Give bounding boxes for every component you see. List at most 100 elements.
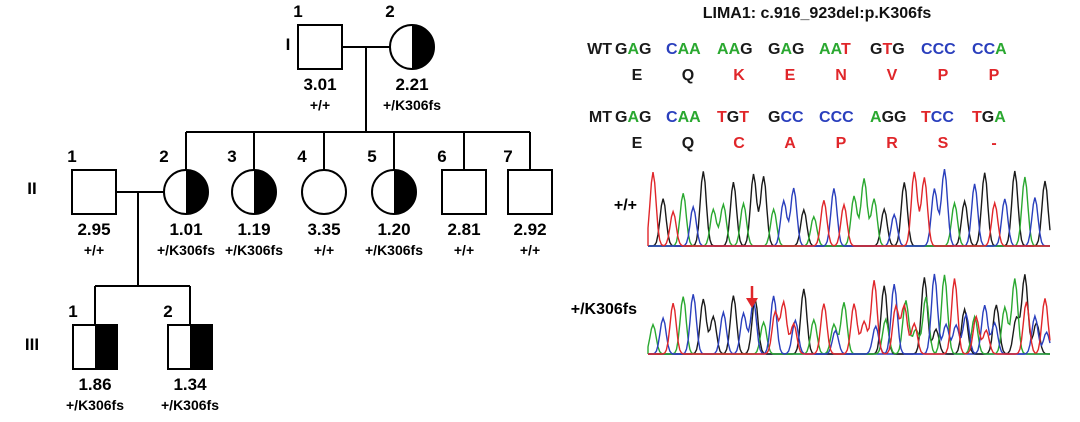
- individual: 21.34+/K306fs: [161, 302, 219, 413]
- measurement-value: 2.95: [77, 220, 110, 239]
- measurement-value: 1.86: [78, 375, 111, 394]
- amino-acid: A: [784, 135, 796, 152]
- codon: CAA: [666, 109, 701, 126]
- measurement-value: 3.35: [307, 220, 340, 239]
- amino-acid: V: [887, 67, 898, 84]
- codon: AAT: [819, 41, 851, 58]
- amino-acid: P: [836, 135, 847, 152]
- amino-acid: E: [632, 67, 643, 84]
- male-symbol: [71, 169, 117, 215]
- genotype-label: +/+: [454, 242, 474, 258]
- amino-acid: Q: [682, 135, 694, 152]
- female-symbol: [301, 169, 347, 215]
- male-symbol: [507, 169, 553, 215]
- genotype-label: +/K306fs: [157, 242, 215, 258]
- individual: 12.95+/+: [67, 147, 117, 258]
- individual: 6 2.81 +/+: [437, 147, 487, 258]
- amino-acid: Q: [682, 67, 694, 84]
- measurement-value: 1.19: [237, 220, 270, 239]
- affected-half-fill: [186, 170, 208, 214]
- trace-T: [647, 171, 1050, 247]
- amino-acid: S: [938, 135, 949, 152]
- individual: 5 1.20 +/K306fs: [365, 147, 423, 258]
- male-symbol: [297, 24, 343, 70]
- generation-label: I: [286, 35, 291, 54]
- trace-C: [648, 273, 1051, 355]
- individual: 22.21+/K306fs: [383, 2, 441, 113]
- affected-half-fill: [412, 25, 434, 69]
- codon: AGG: [870, 109, 906, 126]
- mt-row-label: MT: [589, 109, 612, 126]
- sequence-title: LIMA1: c.916_923del:p.K306fs: [703, 5, 932, 22]
- codon: CCC: [819, 109, 854, 126]
- genotype-label: +/K306fs: [365, 242, 423, 258]
- measurement-value: 3.01: [303, 75, 336, 94]
- codon: TCC: [921, 109, 954, 126]
- affected-half-fill: [190, 325, 212, 369]
- genotype-label: +/K306fs: [66, 397, 124, 413]
- measurement-value: 1.34: [173, 375, 207, 394]
- genotype-label: +/K306fs: [225, 242, 283, 258]
- individual-number: 4: [297, 147, 307, 166]
- affected-half-fill: [95, 325, 117, 369]
- chromatogram-panel: +/+ +/K306fs: [571, 168, 1051, 355]
- genotype-label: +/+: [84, 242, 104, 258]
- codon: AAG: [717, 41, 753, 58]
- individual: 1 3.01 +/+: [293, 2, 343, 113]
- mutation-arrow-icon: [746, 286, 758, 308]
- individual-number: 2: [385, 2, 394, 21]
- affected-half-fill: [254, 170, 276, 214]
- amino-acid: E: [632, 135, 643, 152]
- individual: 1 1.86 +/K306fs: [66, 302, 124, 413]
- codon: CCA: [972, 41, 1007, 58]
- pedigree-lines: [94, 46, 531, 325]
- codon: TGA: [972, 109, 1006, 126]
- wt-row-label: WT: [587, 41, 612, 58]
- individual-number: 1: [293, 2, 302, 21]
- male-symbol: [441, 169, 487, 215]
- individual-number: 3: [227, 147, 236, 166]
- individual: 4 3.35 +/+: [297, 147, 347, 258]
- pedigree-chart: I13.01+/+22.21+/K306fsII12.95+/+21.01+/K…: [25, 2, 553, 413]
- individual: 2 1.01 +/K306fs: [157, 147, 215, 258]
- codon: GAG: [768, 41, 804, 58]
- codon: GAG: [615, 109, 651, 126]
- measurement-value: 2.21: [395, 75, 428, 94]
- individual: 7 2.92 +/+: [503, 147, 553, 258]
- chromatogram-trace: +/K306fs: [571, 273, 1051, 355]
- individual-number: 7: [503, 147, 512, 166]
- codon: GCC: [768, 109, 804, 126]
- measurement-value: 2.92: [513, 220, 546, 239]
- amino-acid: E: [785, 67, 796, 84]
- codon: GAG: [615, 41, 651, 58]
- generation-label: III: [25, 335, 39, 354]
- amino-acid: N: [835, 67, 847, 84]
- codon: TGT: [717, 109, 749, 126]
- amino-acid: P: [938, 67, 949, 84]
- chromatogram-label: +/+: [614, 197, 637, 214]
- amino-acid: P: [989, 67, 1000, 84]
- codon: GTG: [870, 41, 905, 58]
- generation-label: II: [27, 179, 36, 198]
- generation-II: II12.95+/+21.01+/K306fs31.19+/K306fs43.3…: [27, 147, 553, 258]
- individual-number: 6: [437, 147, 446, 166]
- individual-number: 1: [68, 302, 77, 321]
- codon: CAA: [666, 41, 701, 58]
- generation-III: III 1 1.86 +/K306fs 21.34+/K306fs: [25, 302, 219, 413]
- amino-acid: R: [886, 135, 898, 152]
- individual-number: 5: [367, 147, 376, 166]
- measurement-value: 1.20: [377, 220, 410, 239]
- genotype-label: +/+: [314, 242, 334, 258]
- amino-acid: -: [991, 135, 996, 152]
- measurement-value: 2.81: [447, 220, 480, 239]
- measurement-value: 1.01: [169, 220, 202, 239]
- genotype-label: +/+: [310, 97, 330, 113]
- chromatogram-trace: +/+: [614, 168, 1051, 247]
- individual-number: 2: [159, 147, 168, 166]
- amino-acid: C: [733, 135, 745, 152]
- genotype-label: +/+: [520, 242, 540, 258]
- amino-acid: K: [733, 67, 745, 84]
